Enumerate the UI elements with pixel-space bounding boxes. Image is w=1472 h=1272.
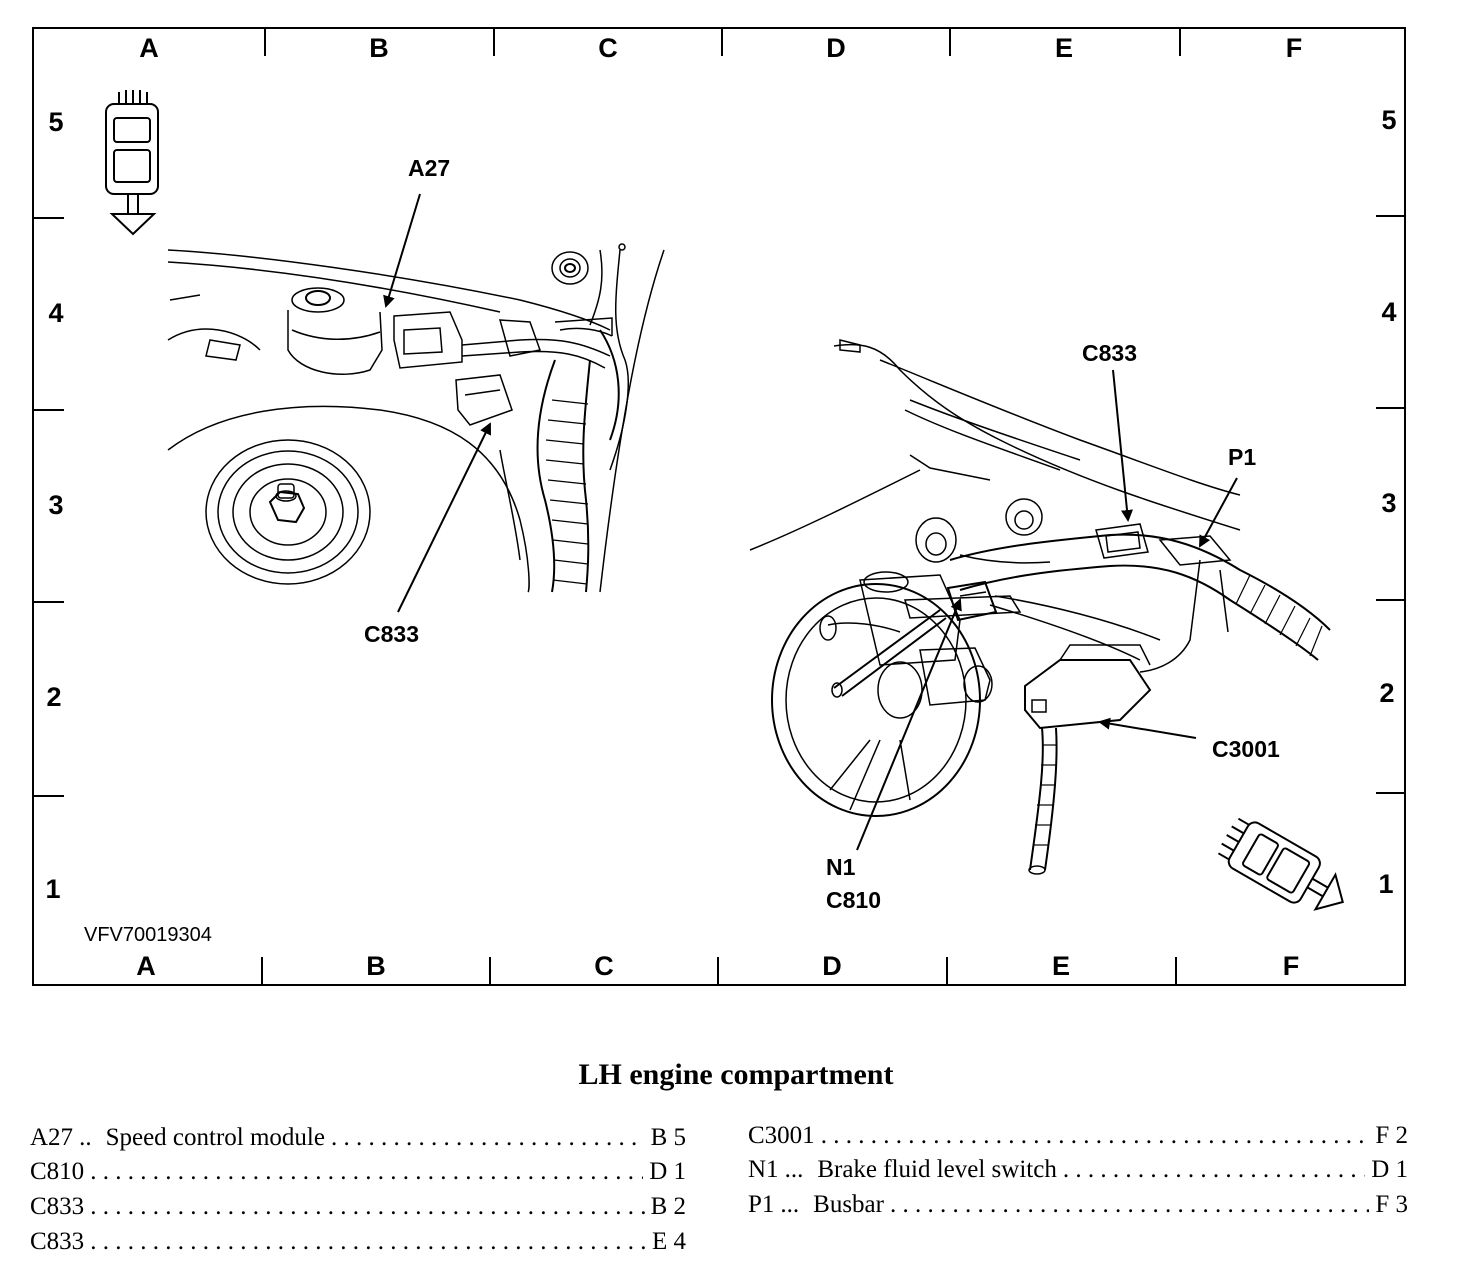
legend-row: C3001 F 2: [748, 1122, 1408, 1156]
legend-code: C810: [30, 1158, 85, 1185]
row-label-right: 4: [1381, 297, 1396, 327]
row-label-left: 5: [48, 107, 63, 137]
callout-labels: A27 C833 C833 P1 C3001 N1 C810: [364, 155, 1280, 913]
bottom-column-ticks: [261, 957, 1177, 985]
callout-c3001: C3001: [1212, 736, 1280, 762]
callout-c833-left: C833: [364, 621, 419, 647]
leader-dots: [90, 1158, 643, 1186]
leader-dots: [331, 1124, 645, 1152]
col-label-top: D: [826, 33, 846, 63]
legend-location: F 2: [1375, 1122, 1408, 1149]
row-label-left: 4: [48, 298, 63, 328]
legend-location: D 1: [649, 1158, 686, 1185]
legend-location: B 2: [650, 1193, 686, 1220]
legend-code: A27: [30, 1124, 74, 1151]
row-label-left: 1: [45, 874, 60, 904]
callout-c810: C810: [826, 887, 881, 913]
legend-row: C810 D 1: [30, 1158, 686, 1192]
legend-description: Busbar: [813, 1191, 884, 1218]
legend-row: P1 ... Busbar F 3: [748, 1191, 1408, 1225]
callout-c833-right: C833: [1082, 340, 1137, 366]
col-label-bottom: D: [822, 951, 842, 981]
legend-prefix: ...: [784, 1156, 804, 1183]
row-label-right: 5: [1381, 105, 1396, 135]
row-label-left: 3: [48, 490, 63, 520]
right-row-labels: 5 4 3 2 1: [1378, 105, 1396, 899]
legend-location: E 4: [651, 1228, 686, 1255]
col-label-top: E: [1055, 33, 1073, 63]
legend-prefix: ..: [79, 1124, 92, 1151]
col-label-top: F: [1286, 33, 1303, 63]
legend-location: D 1: [1371, 1156, 1408, 1183]
row-label-right: 1: [1378, 869, 1393, 899]
diagram-caption: LH engine compartment: [578, 1058, 894, 1091]
col-label-bottom: A: [136, 951, 156, 981]
leader-dots: [890, 1191, 1369, 1219]
row-label-left: 2: [46, 682, 61, 712]
leader-dots: [90, 1228, 646, 1256]
col-label-bottom: C: [594, 951, 614, 981]
col-label-bottom: B: [366, 951, 386, 981]
callout-p1: P1: [1228, 444, 1256, 470]
leader-dots: [821, 1122, 1370, 1150]
col-label-top: C: [598, 33, 618, 63]
col-label-bottom: E: [1052, 951, 1070, 981]
legend-row: A27 .. Speed control module B 5: [30, 1124, 686, 1158]
legend-row: C833 E 4: [30, 1228, 686, 1262]
legend-code: C3001: [748, 1122, 815, 1149]
vehicle-orientation-icon: [1217, 817, 1344, 911]
top-column-labels: A B C D E F: [139, 33, 1302, 63]
legend-row: C833 B 2: [30, 1193, 686, 1227]
legend-prefix: ...: [780, 1191, 800, 1218]
legend-description: Brake fluid level switch: [817, 1156, 1057, 1183]
callout-n1: N1: [826, 854, 856, 880]
legend-code: C833: [30, 1193, 85, 1220]
legend-location: F 3: [1375, 1191, 1408, 1218]
callout-a27: A27: [408, 155, 450, 181]
right-view-illustration: [749, 339, 1331, 875]
leader-dots: [1063, 1156, 1365, 1184]
col-label-top: A: [139, 33, 159, 63]
legend-location: B 5: [650, 1124, 686, 1151]
col-label-bottom: F: [1283, 951, 1300, 981]
left-row-ticks: [33, 217, 64, 797]
legend-description: Speed control module: [105, 1124, 325, 1151]
left-row-labels: 5 4 3 2 1: [45, 107, 63, 904]
top-column-ticks: [264, 28, 1181, 56]
row-label-right: 2: [1379, 678, 1394, 708]
right-row-ticks: [1376, 215, 1405, 794]
bottom-column-labels: A B C D E F: [136, 951, 1299, 981]
figure-code: VFV70019304: [84, 924, 212, 946]
leader-dots: [90, 1193, 644, 1221]
row-label-right: 3: [1381, 488, 1396, 518]
legend-code: C833: [30, 1228, 85, 1255]
legend-code: N1: [748, 1156, 779, 1183]
legend-code: P1: [748, 1191, 775, 1218]
left-view-illustration: [167, 243, 665, 593]
col-label-top: B: [369, 33, 389, 63]
legend-row: N1 ... Brake fluid level switch D 1: [748, 1156, 1408, 1190]
engine-compartment-diagram: A B C D E F A B C D E F 5 4 3 2 1 5 4 3 …: [32, 27, 1406, 986]
vehicle-orientation-icon: [105, 90, 159, 236]
callout-leaders: [383, 193, 1238, 851]
diagram-frame: [32, 27, 1406, 986]
